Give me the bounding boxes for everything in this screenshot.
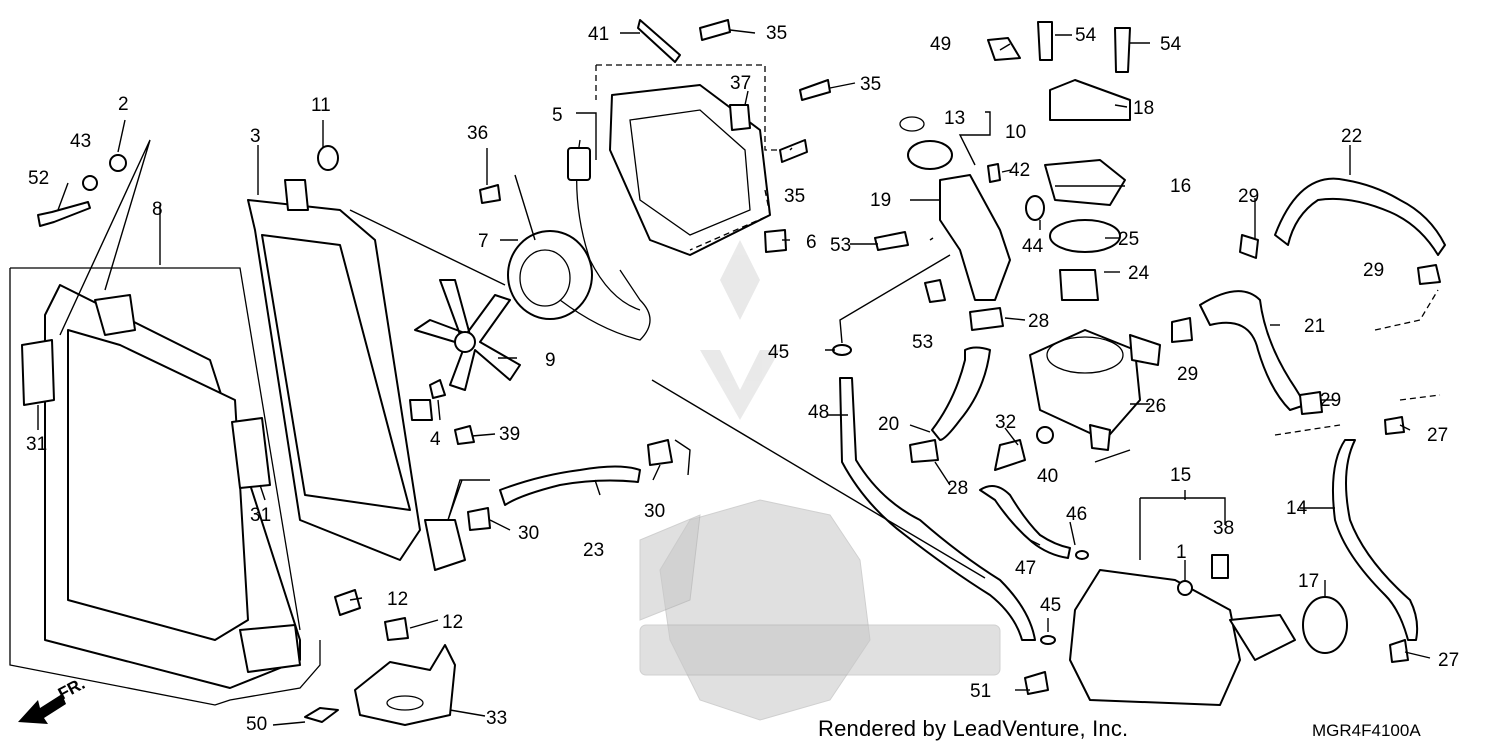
callout-label: 17 xyxy=(1298,571,1319,592)
callout-label: 33 xyxy=(486,708,507,729)
callout-label: 53 xyxy=(830,235,851,256)
callout-label: 15 xyxy=(1170,465,1191,486)
callout-label: 3 xyxy=(250,126,261,147)
callout-label: 49 xyxy=(930,34,951,55)
callout-label: 10 xyxy=(1005,122,1026,143)
callout-label: 25 xyxy=(1118,229,1139,250)
radiator xyxy=(247,179,466,571)
callout-label: 44 xyxy=(1022,236,1044,257)
callout-label: 22 xyxy=(1341,126,1362,147)
callout-label: 35 xyxy=(766,23,787,44)
callout-label: 54 xyxy=(1075,25,1097,46)
callout-label: 50 xyxy=(246,714,267,735)
callout-label: 12 xyxy=(442,612,463,633)
callout-label: 35 xyxy=(860,74,881,95)
callout-label: 21 xyxy=(1304,316,1325,337)
callout-label: 40 xyxy=(1037,466,1058,487)
callout-label: 11 xyxy=(311,95,331,116)
callout-label: 4 xyxy=(430,429,441,450)
front-direction-arrow: FR. xyxy=(18,674,88,724)
callout-label: 27 xyxy=(1438,650,1459,671)
callout-label: 29 xyxy=(1363,260,1384,281)
callout-label: 12 xyxy=(387,589,408,610)
callout-label: 28 xyxy=(1028,311,1049,332)
callout-label: 8 xyxy=(152,199,163,220)
callout-label: 31 xyxy=(26,434,47,455)
callout-label: 5 xyxy=(552,105,563,126)
callout-label: 1 xyxy=(1176,542,1187,563)
thermostat-parts xyxy=(899,79,1131,301)
callout-label: 30 xyxy=(644,501,665,522)
water-pump-housing xyxy=(1029,329,1161,451)
callout-label: 24 xyxy=(1128,263,1150,284)
callout-label: 39 xyxy=(499,424,520,445)
render-credit: Rendered by LeadVenture, Inc. xyxy=(818,716,1129,741)
callout-label: 53 xyxy=(912,332,933,353)
callout-label: 2 xyxy=(118,94,129,115)
callout-label: 45 xyxy=(1040,595,1061,616)
callout-label: 27 xyxy=(1427,425,1448,446)
callout-label: 30 xyxy=(518,523,539,544)
callout-label: 9 xyxy=(545,350,556,371)
diagram-code: MGR4F4100A xyxy=(1312,721,1421,740)
callout-label: 29 xyxy=(1238,186,1259,207)
cooling-fan xyxy=(414,279,521,391)
callout-label: 51 xyxy=(970,681,991,702)
callout-label: 6 xyxy=(806,232,817,253)
watermark-logo xyxy=(700,240,780,420)
callout-label: 54 xyxy=(1160,34,1182,55)
callout-label: 32 xyxy=(995,412,1016,433)
engine-ghost-illustration xyxy=(639,499,1001,721)
callout-label: 19 xyxy=(870,190,891,211)
callout-label: 29 xyxy=(1320,390,1341,411)
callout-label: 13 xyxy=(944,108,965,129)
callout-label: 23 xyxy=(583,540,604,561)
callout-label: 43 xyxy=(70,131,91,152)
fasteners xyxy=(21,19,1441,723)
callout-label: 45 xyxy=(768,342,789,363)
callout-label: 31 xyxy=(250,505,271,526)
brackets xyxy=(354,644,456,726)
callout-label: 7 xyxy=(478,231,489,252)
callout-label: 38 xyxy=(1213,518,1234,539)
callout-label: 29 xyxy=(1177,364,1198,385)
callout-label: 26 xyxy=(1145,396,1166,417)
callout-label: 46 xyxy=(1066,504,1087,525)
coolant-hoses xyxy=(499,177,1446,641)
callout-label: 52 xyxy=(28,168,49,189)
callout-labels: 1 2 3 4 5 6 7 8 9 10 11 12 12 13 14 15 1… xyxy=(26,23,1459,735)
callout-label: 37 xyxy=(730,73,751,94)
fan-shroud-cover xyxy=(567,84,771,311)
callout-label: 35 xyxy=(784,186,805,207)
callout-label: 18 xyxy=(1133,98,1154,119)
callout-label: 47 xyxy=(1015,558,1036,579)
fan-motor xyxy=(507,230,651,341)
callout-label: 42 xyxy=(1009,160,1030,181)
reserve-tank xyxy=(1069,569,1348,706)
callout-label: 14 xyxy=(1286,498,1308,519)
radiator-shroud xyxy=(9,267,321,706)
callout-label: 28 xyxy=(947,478,968,499)
callout-label: 41 xyxy=(588,24,609,45)
callout-label: 16 xyxy=(1170,176,1191,197)
callout-label: 48 xyxy=(808,402,829,423)
leader-lines xyxy=(37,29,1441,726)
callout-label: 36 xyxy=(467,123,488,144)
callout-label: 20 xyxy=(878,414,899,435)
